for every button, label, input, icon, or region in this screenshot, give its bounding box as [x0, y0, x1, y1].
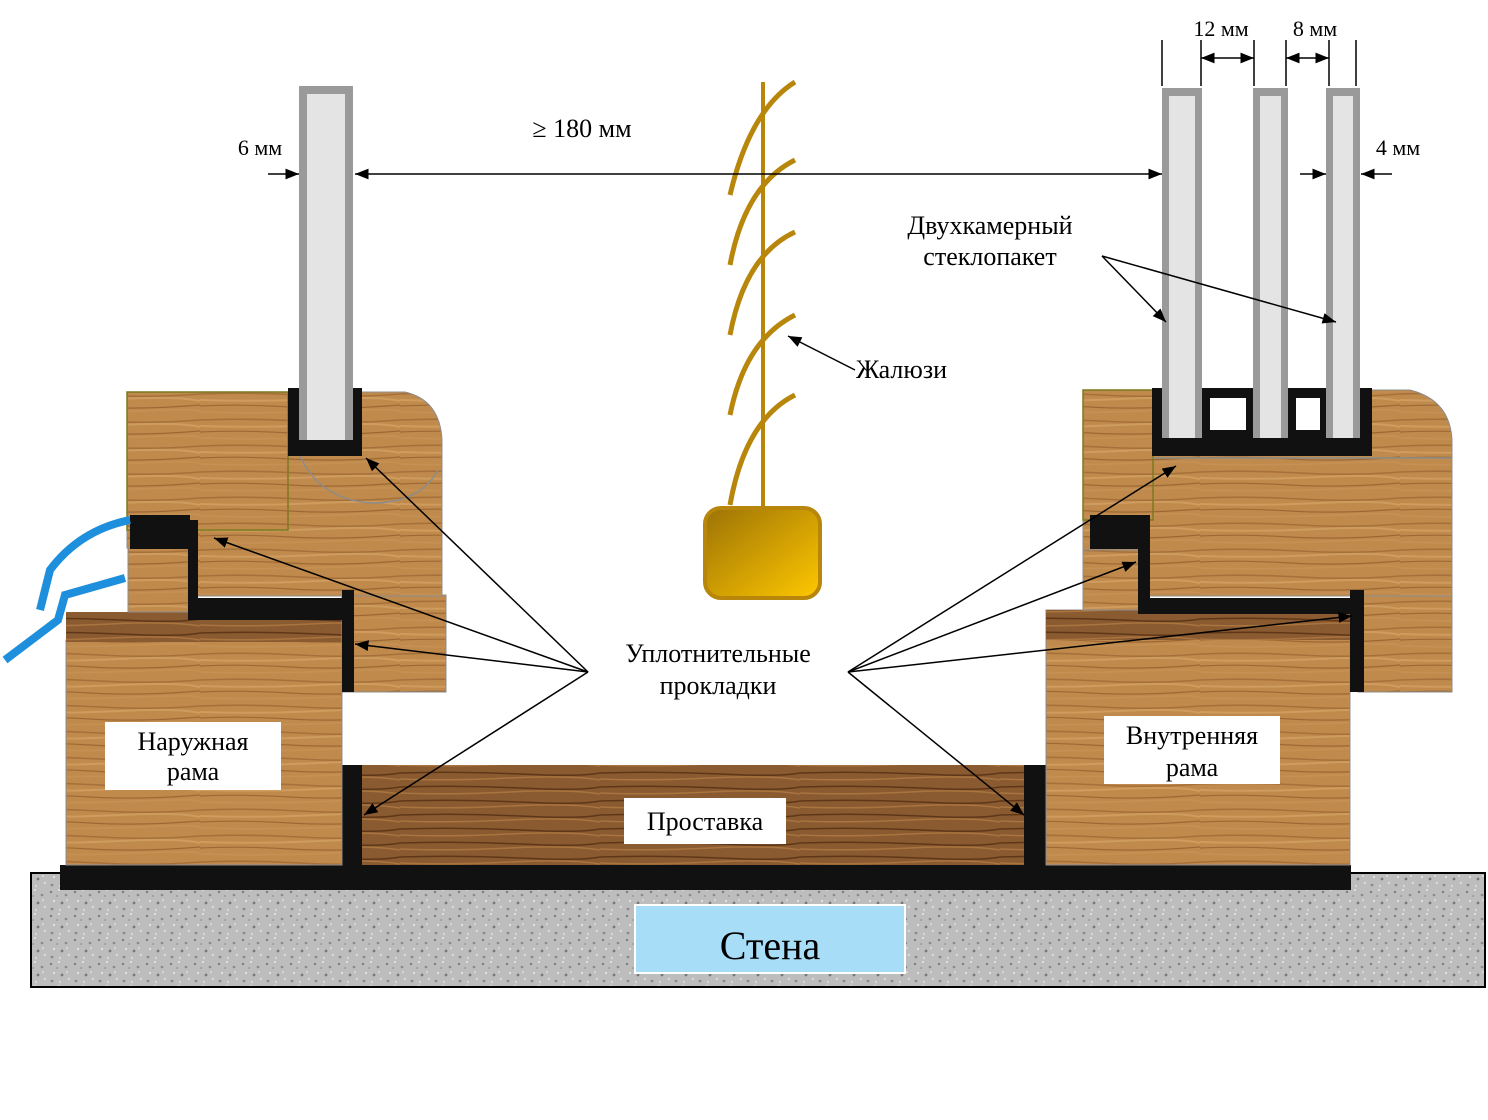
dim-8mm-label: 8 мм	[1293, 16, 1337, 41]
blinds-weight	[703, 506, 822, 600]
inner-frame-label-line2: рама	[1166, 753, 1219, 782]
seals-label-line2: прокладки	[660, 671, 777, 700]
spacer: Проставка	[340, 765, 1046, 865]
outer-frame-label-line2: рама	[167, 757, 220, 786]
blinds	[703, 79, 822, 600]
blinds-label: Жалюзи	[856, 355, 947, 384]
inner-frame-label-line1: Внутренняя	[1126, 721, 1258, 750]
inner-frame: Внутренняя рама	[1045, 388, 1453, 866]
inner-frame-label-box	[1104, 716, 1280, 784]
dim-12mm-label: 12 мм	[1193, 16, 1248, 41]
drip-rail	[2, 516, 131, 664]
wall-label: Стена	[720, 923, 821, 968]
spacer-label: Проставка	[647, 807, 764, 836]
single-glass	[299, 86, 353, 440]
callouts: Двухкамерный стеклопакет Жалюзи Уплотнит…	[213, 211, 1353, 816]
dimensions: 6 мм ≥ 180 мм 12 мм 8 мм 4 мм	[238, 16, 1420, 180]
double-glazing-label-line1: Двухкамерный	[907, 211, 1072, 240]
outer-frame-label-box	[105, 722, 281, 790]
double-glazing-label-line2: стеклопакет	[923, 242, 1056, 271]
wall: Стена	[30, 865, 1486, 988]
dim-6mm-label: 6 мм	[238, 135, 282, 160]
dim-180mm-label: ≥ 180 мм	[532, 114, 631, 143]
dim-4mm-label: 4 мм	[1376, 135, 1420, 160]
spacer-label-box	[624, 798, 786, 844]
outer-frame: Наружная рама	[65, 388, 447, 866]
wall-label-box	[634, 904, 906, 974]
outer-frame-label-line1: Наружная	[137, 727, 248, 756]
double-glazing-unit	[1162, 88, 1360, 438]
seals-label-line1: Уплотнительные	[625, 639, 811, 668]
